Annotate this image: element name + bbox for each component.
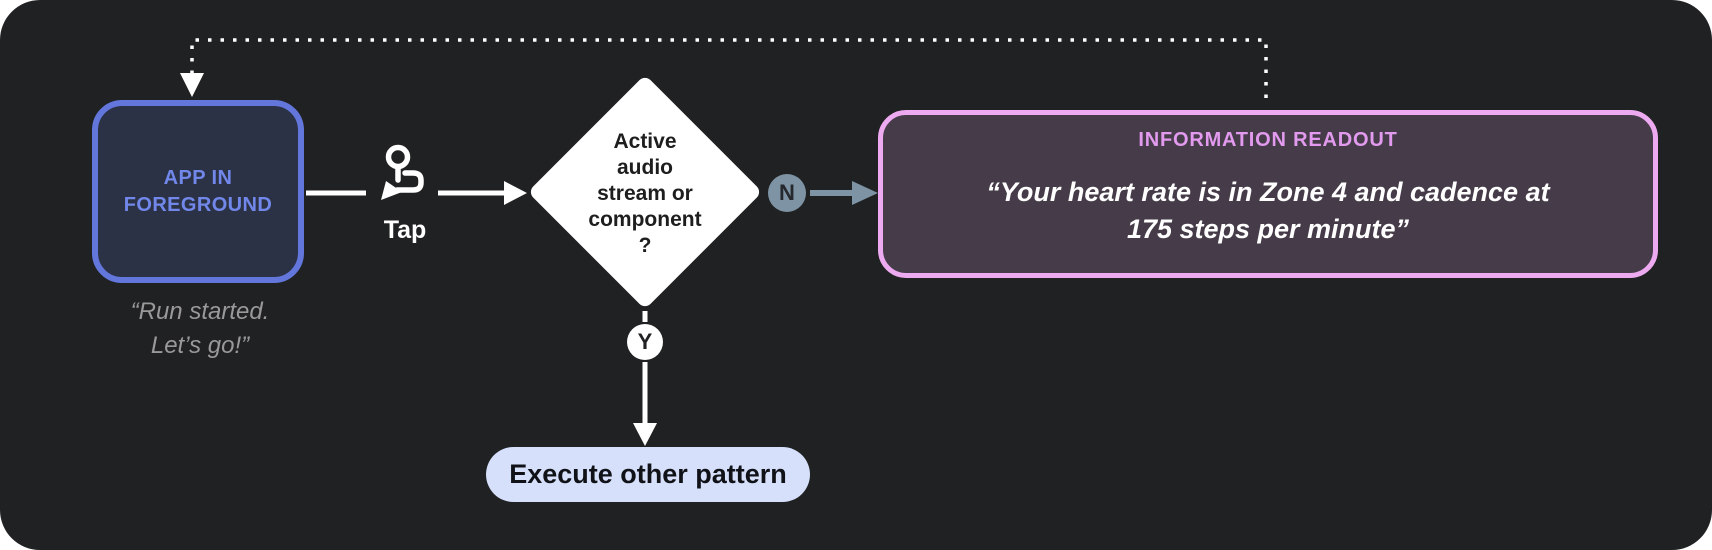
feedback-dotted-connector — [190, 38, 1268, 106]
information-readout-quote: “Your heart rate is in Zone 4 and cadenc… — [986, 177, 1550, 244]
information-readout-title: INFORMATION READOUT — [1138, 129, 1398, 151]
decision-label: Active audio stream or component ? — [588, 130, 702, 257]
no-branch-badge: N — [768, 174, 806, 212]
yes-branch-arrowhead-icon — [633, 423, 657, 446]
tap-gesture-icon — [381, 144, 424, 200]
tap-label: Tap — [383, 216, 427, 244]
yes-branch-badge: Y — [627, 324, 663, 360]
run-started-caption: “Run started. Let’s go!” — [130, 298, 270, 359]
information-readout-node: INFORMATION READOUT “Your heart rate is … — [878, 110, 1658, 278]
feedback-arrowhead-icon — [180, 73, 204, 97]
no-branch-arrowhead-icon — [852, 181, 878, 205]
tap-arrowhead-icon — [504, 181, 527, 205]
app-in-foreground-node: APP IN FOREGROUND — [92, 100, 304, 283]
execute-other-pattern-node: Execute other pattern — [486, 447, 810, 502]
app-in-foreground-label: APP IN FOREGROUND — [123, 166, 273, 216]
